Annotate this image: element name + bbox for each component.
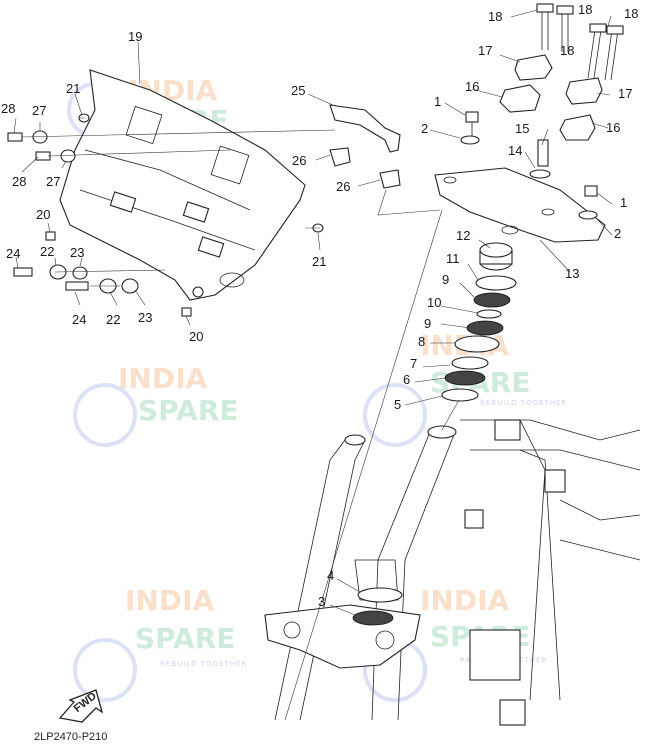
callout-6: 6 <box>403 372 410 387</box>
part-17-holder-left <box>514 54 553 81</box>
callout-17: 17 <box>478 43 492 58</box>
part-16-holder-left <box>499 84 541 113</box>
callout-20: 20 <box>189 329 203 344</box>
upper-bracket-assembly <box>434 3 624 243</box>
callout-1: 1 <box>434 94 441 109</box>
part-16-holder-right <box>559 114 596 141</box>
callout-2: 2 <box>421 121 428 136</box>
callout-23: 23 <box>138 310 152 325</box>
callout-26: 26 <box>336 179 350 194</box>
watermark-logo-2: INDIA SPARE <box>73 362 238 447</box>
part-9-locknut-upper <box>473 292 511 308</box>
part-13-upper-bracket <box>434 167 606 243</box>
part-25-stay <box>329 104 401 153</box>
callout-13: 13 <box>565 266 579 281</box>
callout-18: 18 <box>624 6 638 21</box>
part-19-bracket <box>59 69 306 301</box>
watermark-tagline: REBUILD TOGETHER <box>480 399 567 407</box>
watermark-line2: SPARE <box>135 622 235 655</box>
cowling-bracket-assembly <box>7 69 324 317</box>
callout-17: 17 <box>618 86 632 101</box>
watermark-line1: INDIA <box>420 584 510 617</box>
lower-bearing <box>352 610 394 626</box>
part-26-grommet-upper <box>329 147 351 167</box>
callout-28: 28 <box>1 101 15 116</box>
callout-3: 3 <box>318 594 325 609</box>
callout-22: 22 <box>40 244 54 259</box>
part-9-locknut-lower <box>466 320 504 336</box>
callout-10: 10 <box>427 295 441 310</box>
fwd-arrow-icon: FWD <box>58 689 104 723</box>
callout-18: 18 <box>560 43 574 58</box>
callout-16: 16 <box>465 79 479 94</box>
part-10-lockwasher <box>476 309 502 319</box>
callout-19: 19 <box>128 29 142 44</box>
callout-18: 18 <box>578 2 592 17</box>
callout-23: 23 <box>70 245 84 260</box>
part-11-washer <box>475 275 517 291</box>
callout-21: 21 <box>66 81 80 96</box>
callout-20: 20 <box>36 207 50 222</box>
part-8-cover <box>454 335 500 353</box>
part-5-race <box>441 388 479 402</box>
stay-bracket-assembly <box>329 104 401 189</box>
part-17-holder-right <box>565 77 603 105</box>
callout-27: 27 <box>32 103 46 118</box>
callout-11: 11 <box>446 251 460 266</box>
callout-9: 9 <box>424 316 431 331</box>
part-20-nut-upper <box>45 231 56 241</box>
callout-9: 9 <box>442 272 449 287</box>
watermark-line2: SPARE <box>138 394 238 427</box>
callout-25: 25 <box>291 83 305 98</box>
watermark-line1: INDIA <box>118 362 208 395</box>
part-6-bearing <box>444 370 486 386</box>
callout-22: 22 <box>106 312 120 327</box>
callout-26: 26 <box>292 153 306 168</box>
frame-and-fork <box>264 419 641 726</box>
callout-labels: 19 21 28 27 28 27 20 24 22 23 24 22 23 2… <box>1 2 638 609</box>
watermark-logo-4: INDIA SPARE REBUILD TOGETHER <box>73 584 247 702</box>
callout-24: 24 <box>6 246 20 261</box>
part-12-cap <box>479 242 513 258</box>
callout-7: 7 <box>410 356 417 371</box>
callout-8: 8 <box>418 334 425 349</box>
part-26-grommet-lower <box>379 169 401 189</box>
callout-21: 21 <box>312 254 326 269</box>
part-7-race <box>451 356 489 370</box>
watermark-line1: INDIA <box>125 584 215 617</box>
callout-14: 14 <box>508 143 522 158</box>
callout-12: 12 <box>456 228 470 243</box>
callout-1: 1 <box>620 195 627 210</box>
callout-24: 24 <box>72 312 86 327</box>
callout-16: 16 <box>606 120 620 135</box>
callout-27: 27 <box>46 174 60 189</box>
callout-4: 4 <box>327 568 334 583</box>
watermark-tagline: REBUILD TOGETHER <box>160 660 247 668</box>
reference-lines <box>13 9 613 721</box>
callout-2: 2 <box>614 226 621 241</box>
callout-18: 18 <box>488 9 502 24</box>
callout-5: 5 <box>394 397 401 412</box>
bearing-stack <box>441 242 517 402</box>
callout-28: 28 <box>12 174 26 189</box>
drawing-code: 2LP2470-P210 <box>34 731 107 743</box>
callout-15: 15 <box>515 121 529 136</box>
part-20-nut-lower <box>181 307 192 317</box>
lower-bearing-cover <box>357 587 403 603</box>
